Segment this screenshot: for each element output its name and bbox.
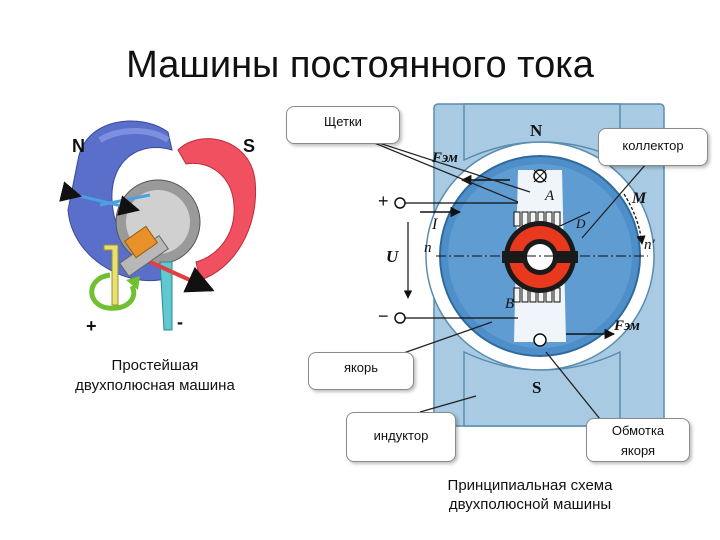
force-bottom-label: Fэм (614, 318, 640, 334)
brush-minus (159, 261, 173, 331)
callout-inductor: индуктор (346, 412, 456, 462)
left-caption: Простейшая двухполюсная машина (40, 356, 270, 396)
commutator (123, 225, 159, 259)
callout-brushes: Щетки (286, 106, 400, 144)
d-label: D (576, 216, 586, 231)
n-label: n (424, 240, 432, 256)
callout-winding: Обмотка якоря (586, 418, 690, 462)
right-caption-line2: двухполюсной машины (448, 496, 612, 513)
south-pole-piece (463, 350, 621, 427)
left-pole-n-label: N (72, 136, 85, 156)
right-plus-label: + (378, 191, 389, 211)
point-b-label: B (505, 296, 515, 312)
callout-winding-line2: якоря (620, 443, 656, 458)
right-minus-label: − (378, 306, 389, 326)
left-plus-label: + (86, 316, 97, 336)
torque-label: M (632, 190, 647, 207)
page-title: Машины постоянного тока (126, 44, 594, 86)
callout-collector: коллектор (598, 128, 708, 166)
current-label: I (432, 216, 438, 233)
right-caption-line1: Принципиальная схема (447, 477, 613, 494)
right-pole-s-label: S (532, 378, 542, 397)
left-caption-line1: Простейшая (111, 357, 199, 374)
left-minus-label: - (177, 312, 183, 332)
point-a-label: A (545, 188, 555, 204)
right-pole-n-label: N (530, 121, 543, 140)
left-pole-s-label: S (243, 136, 256, 156)
callout-leaders (371, 141, 647, 425)
callout-winding-line1: Обмотка (611, 423, 665, 438)
simple-machine-illustration (59, 120, 257, 331)
brush-bottom (533, 333, 547, 347)
n-prime-label: n′ (644, 237, 655, 253)
brush-plus (103, 244, 119, 306)
force-top-label: Fэм (432, 150, 458, 166)
left-caption-line2: двухполюсная машина (75, 377, 235, 394)
right-caption: Принципиальная схема двухполюсной машины (410, 476, 650, 514)
scheme-illustration (394, 103, 665, 427)
voltage-label: U (386, 247, 399, 266)
callout-armature: якорь (308, 352, 414, 390)
rotation-arrow (89, 272, 137, 311)
